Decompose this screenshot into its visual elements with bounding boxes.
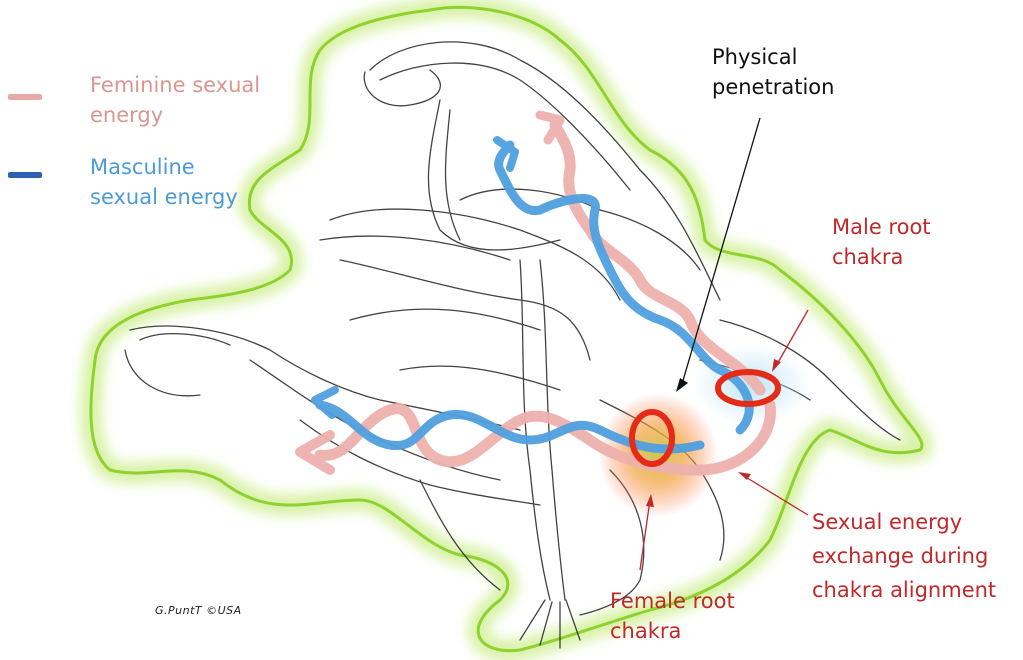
female-root-label: Female root chakra	[610, 586, 735, 646]
exchange-line3: chakra alignment	[812, 578, 997, 602]
male-root-arrowhead	[772, 359, 781, 372]
female-root-line2: chakra	[610, 619, 682, 643]
feminine-legend-line2: energy	[90, 103, 164, 127]
masculine-legend-label: Masculine sexual energy	[90, 152, 238, 212]
male-root-chakra-ring	[715, 369, 781, 407]
penetration-line1: Physical	[712, 45, 798, 69]
masculine-legend-swatch	[8, 172, 42, 178]
feminine-legend-line1: Feminine sexual	[90, 73, 261, 97]
feminine-legend-swatch	[8, 94, 42, 100]
female-root-arrowhead	[646, 494, 654, 507]
masculine-legend-line2: sexual energy	[90, 185, 238, 209]
female-root-chakra-ring	[629, 409, 675, 467]
male-root-line2: chakra	[832, 245, 904, 269]
figure-sketch	[124, 41, 901, 649]
penetration-label: Physical penetration	[712, 42, 834, 102]
penetration-pointer	[681, 117, 761, 385]
penetration-line2: penetration	[712, 75, 835, 99]
male-root-label: Male root chakra	[832, 212, 931, 272]
label-pointers	[639, 117, 809, 571]
exchange-label: Sexual energy exchange during chakra ali…	[812, 505, 996, 607]
penetration-arrowhead	[676, 378, 688, 392]
artist-signature: G.PuntT ©USA	[155, 604, 242, 617]
exchange-arrowhead	[738, 472, 751, 480]
aura-outline	[79, 0, 933, 660]
female-root-pointer	[639, 499, 651, 571]
female-chakra-glow	[598, 393, 718, 517]
female-root-line1: Female root	[610, 589, 735, 613]
masculine-legend-line1: Masculine	[90, 155, 195, 179]
feminine-energy-flow	[295, 110, 776, 476]
male-root-pointer	[775, 309, 809, 367]
exchange-line2: exchange during	[812, 544, 989, 568]
male-root-line1: Male root	[832, 215, 931, 239]
masculine-energy-flow	[311, 136, 754, 454]
exchange-line1: Sexual energy	[812, 510, 963, 534]
feminine-legend-label: Feminine sexual energy	[90, 70, 260, 130]
exchange-pointer	[743, 475, 809, 516]
